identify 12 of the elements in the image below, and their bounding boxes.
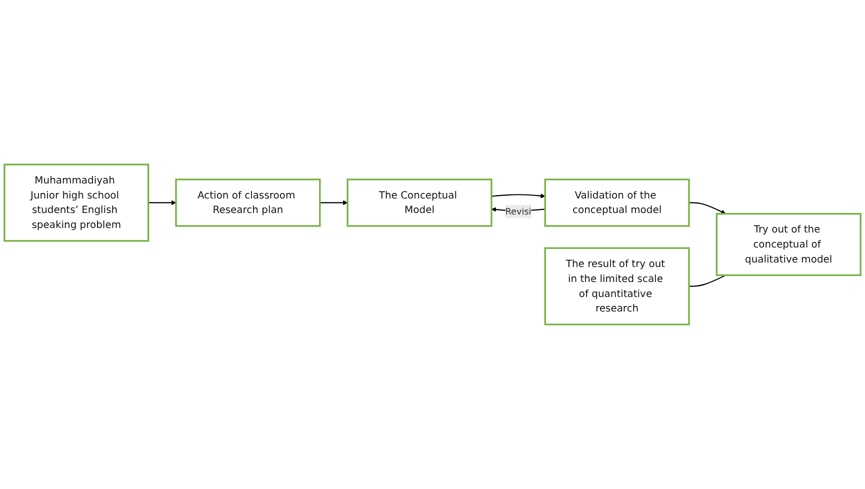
arrow bbox=[148, 200, 176, 206]
node-box: The Conceptual Model bbox=[346, 178, 492, 227]
edge-label: Revisi bbox=[505, 206, 532, 217]
arrow bbox=[320, 200, 348, 206]
arrow bbox=[491, 193, 546, 198]
node-box: Validation of the conceptual model bbox=[544, 178, 690, 227]
connector bbox=[689, 274, 726, 287]
arrow bbox=[689, 202, 726, 214]
node-box: Action of classroom Research plan bbox=[175, 178, 321, 227]
node-box: The result of try out in the limited scale of quantitative research bbox=[544, 247, 690, 326]
node-box: Try out of the conceptual of qualitative model bbox=[716, 212, 862, 276]
node-box: Muhammadiyah Junior high school students’ English speaking problem bbox=[4, 164, 150, 242]
